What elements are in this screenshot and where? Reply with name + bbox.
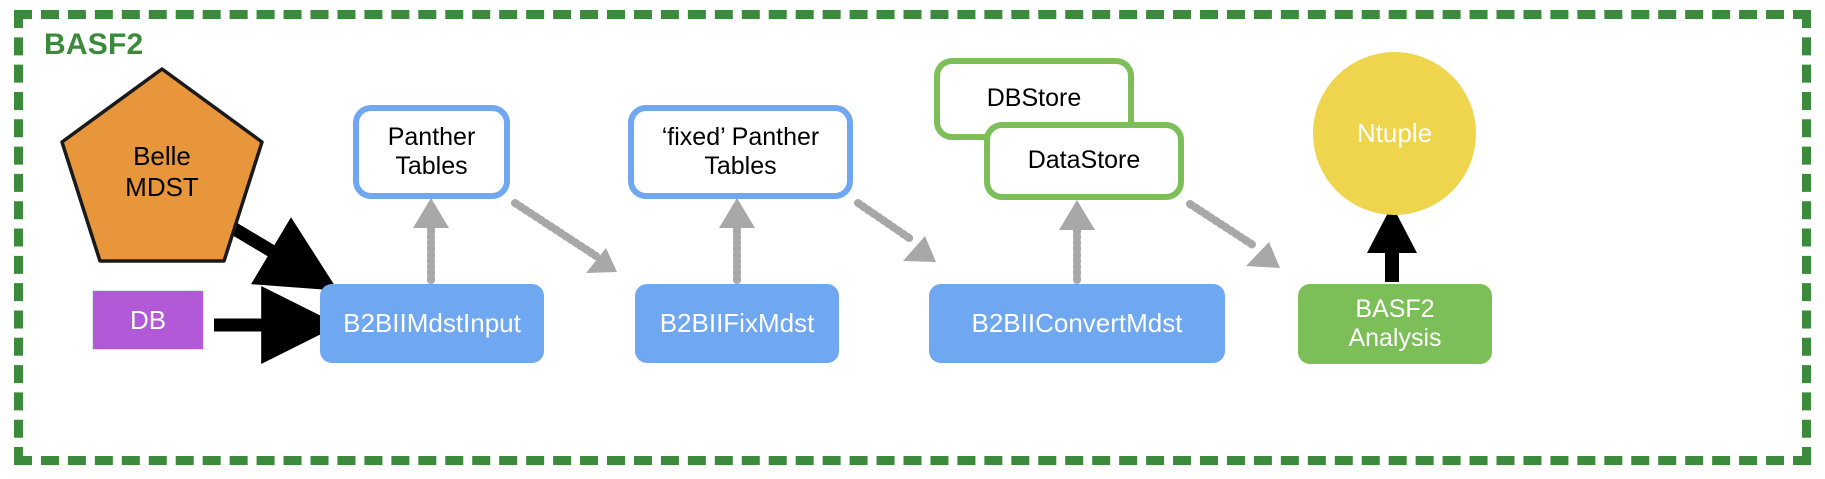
b2bii-fix-mdst-box[interactable] [635,284,839,363]
basf2-frame-label: BASF2 [44,28,144,61]
b2bii-mdst-input-box[interactable] [320,284,544,363]
belle-mdst-pentagon[interactable] [59,66,265,264]
basf2-analysis-box[interactable] [1298,284,1492,364]
panther-tables-box[interactable] [353,105,510,199]
b2bii-convert-mdst-box[interactable] [929,284,1225,363]
db-box[interactable] [92,290,204,350]
fixed-panther-tables-box[interactable] [628,105,853,199]
basf2-frame [14,10,1811,465]
datastore-box[interactable] [984,122,1184,200]
ntuple-circle[interactable] [1313,52,1476,215]
